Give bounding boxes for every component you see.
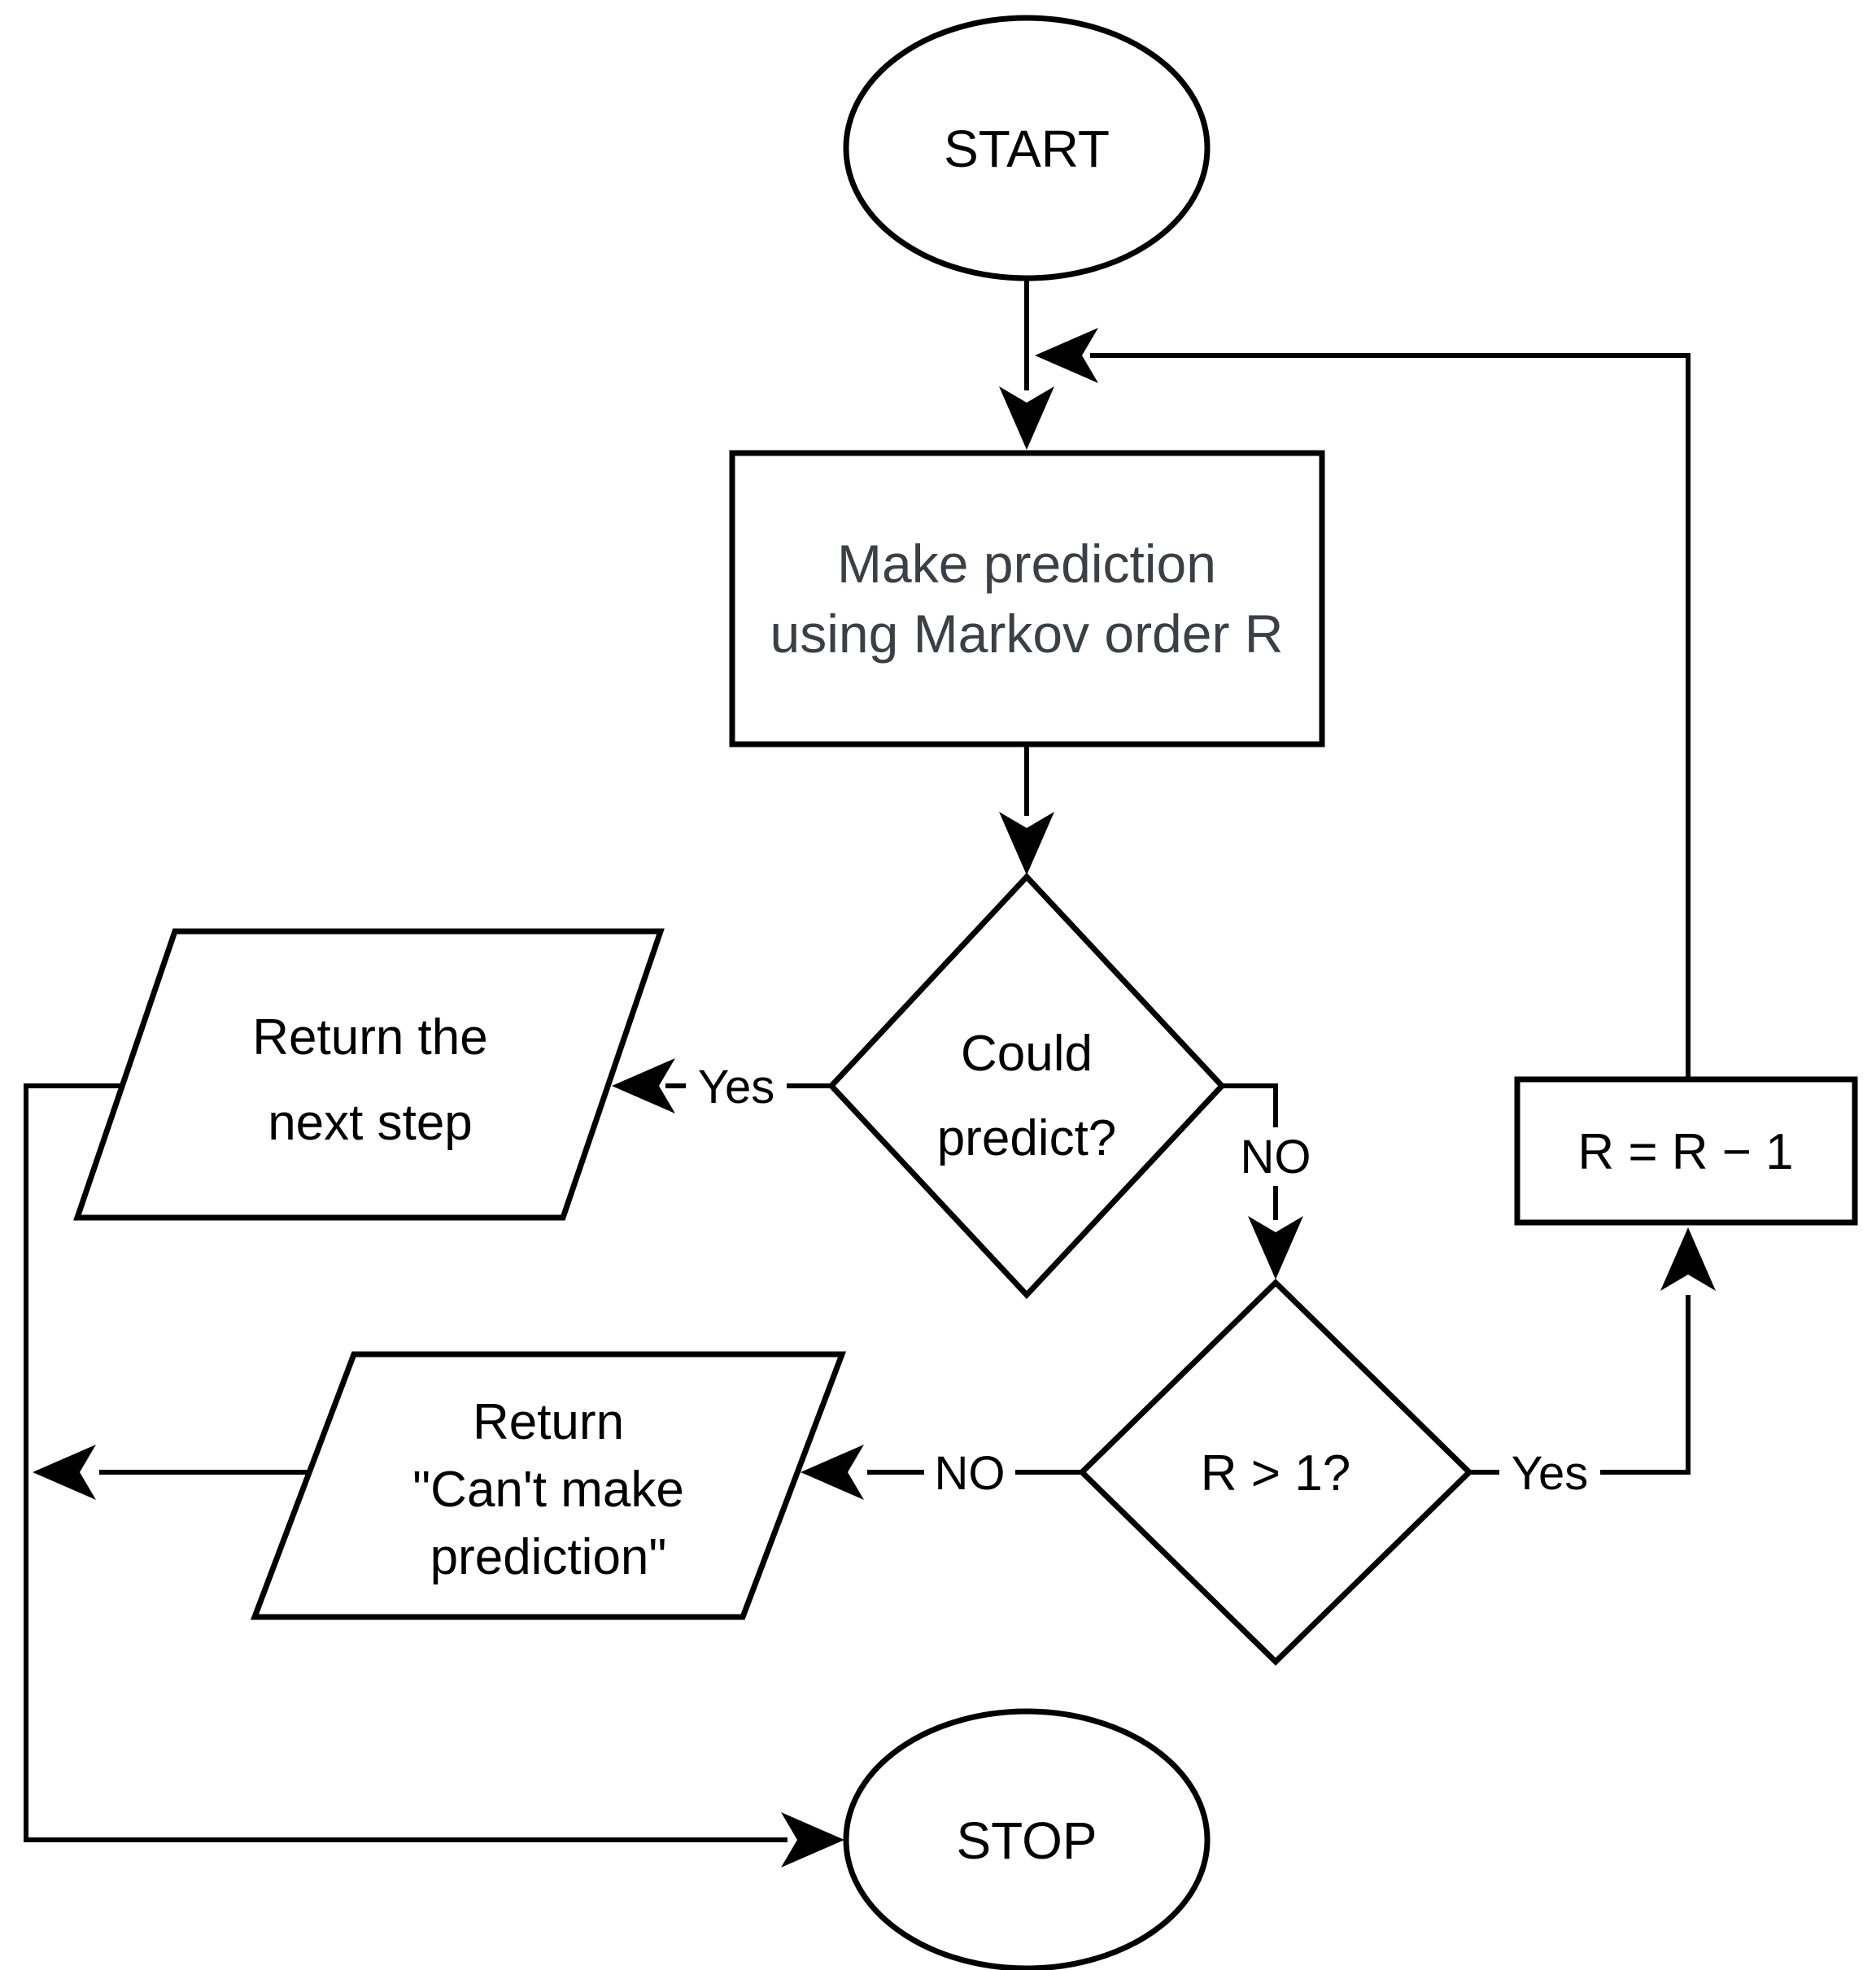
arrowhead-loop-join bbox=[1035, 328, 1098, 383]
return-cant-make-label-line1: Return bbox=[473, 1394, 624, 1450]
r-decrement-label: R = R − 1 bbox=[1577, 1124, 1793, 1180]
could-predict-no-label-bg bbox=[1230, 1127, 1321, 1186]
arrowhead-into-could-predict bbox=[999, 812, 1054, 875]
r-decrement-node bbox=[1514, 1076, 1858, 1226]
could-predict-no-label: NO bbox=[1241, 1131, 1311, 1183]
arrowhead-into-return-next-step bbox=[612, 1058, 675, 1114]
return-next-step-label-line1: Return the bbox=[252, 1009, 488, 1066]
r-greater-1-label: R > 1? bbox=[1201, 1445, 1350, 1501]
return-cant-make-label-line2: "Can't make bbox=[412, 1462, 684, 1518]
r-greater-1-no-label: NO bbox=[935, 1447, 1006, 1500]
stop-node bbox=[843, 1708, 1211, 1970]
return-next-step-label-line2: next step bbox=[268, 1095, 473, 1151]
arrowhead-into-make-prediction bbox=[999, 386, 1054, 450]
arrowhead-into-r-greater-1 bbox=[1248, 1216, 1303, 1279]
return-next-step-node bbox=[73, 928, 665, 1221]
start-label: START bbox=[944, 120, 1110, 178]
r-greater-1-yes-label-bg bbox=[1499, 1444, 1600, 1502]
return-cant-make-node bbox=[250, 1351, 847, 1620]
make-prediction-label-line2: using Markov order R bbox=[770, 604, 1284, 664]
return-cant-make-label-line3: prediction" bbox=[430, 1529, 667, 1585]
arrowhead-join-stop-line bbox=[33, 1445, 96, 1500]
could-predict-label-line1: Could bbox=[961, 1026, 1093, 1082]
could-predict-yes-label: Yes bbox=[698, 1061, 775, 1114]
start-node bbox=[843, 15, 1211, 281]
edge-loop-back bbox=[1090, 353, 1691, 1079]
r-greater-1-yes-label: Yes bbox=[1512, 1447, 1589, 1500]
stop-label: STOP bbox=[956, 1811, 1097, 1870]
could-predict-node bbox=[827, 872, 1226, 1300]
arrowhead-into-return-cant-make bbox=[801, 1445, 864, 1500]
make-prediction-node bbox=[729, 450, 1325, 747]
arrowhead-into-stop bbox=[781, 1812, 844, 1868]
edge-return-next-step-to-stop bbox=[24, 1083, 787, 1842]
make-prediction-label-line1: Make prediction bbox=[837, 534, 1216, 594]
could-predict-label-line2: predict? bbox=[937, 1110, 1117, 1166]
r-greater-1-node bbox=[1077, 1279, 1474, 1666]
r-greater-1-no-label-bg bbox=[924, 1444, 1015, 1502]
could-predict-yes-label-bg bbox=[686, 1057, 787, 1116]
arrowhead-into-r-decrement bbox=[1660, 1227, 1716, 1291]
